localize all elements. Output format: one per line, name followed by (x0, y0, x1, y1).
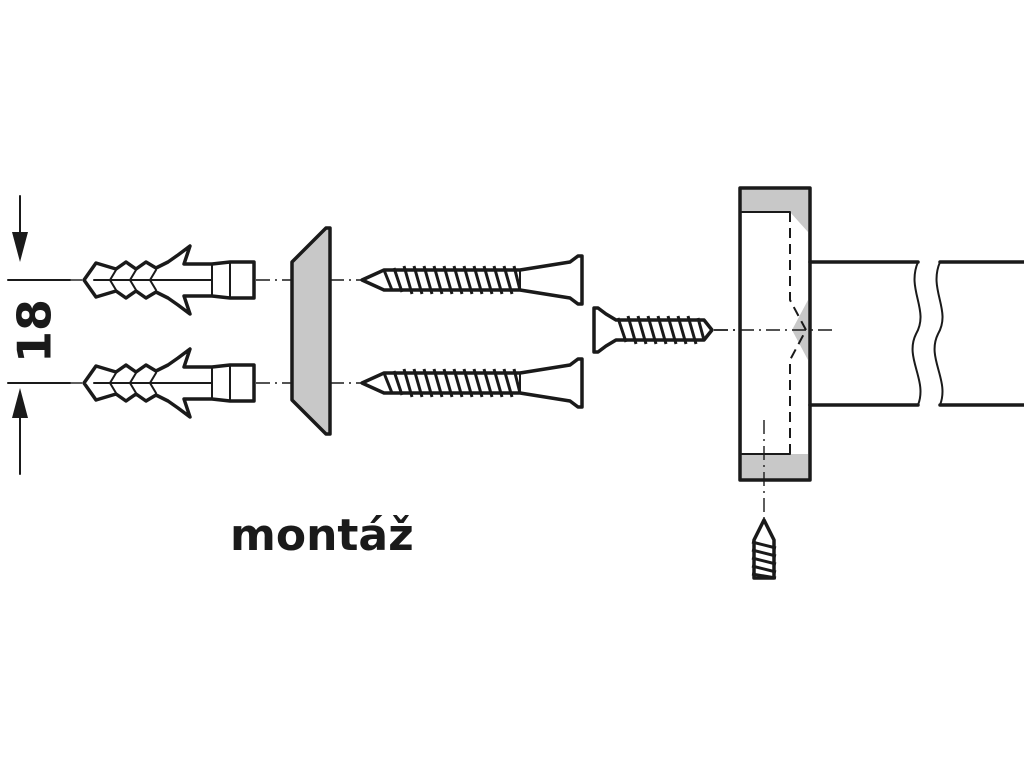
dimension-marker: 18 (7, 195, 71, 475)
rod-holder (714, 186, 834, 520)
wood-screw-top (360, 254, 584, 306)
set-screw (751, 518, 777, 580)
wood-screw-bottom (360, 357, 584, 409)
clothes-rod (808, 260, 1024, 407)
wall-plug-top (70, 244, 292, 316)
dimension-label: 18 (8, 299, 62, 363)
caption-label: montáž (230, 510, 414, 561)
mounting-plate (290, 226, 362, 436)
wall-plug-bottom (70, 347, 292, 419)
